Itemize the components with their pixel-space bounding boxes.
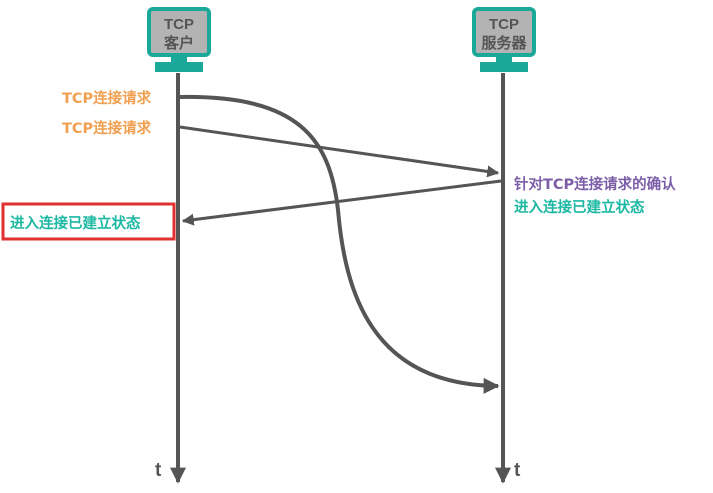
server-terminal-icon: TCP 服务器	[472, 7, 536, 72]
server-state-label: 进入连接已建立状态	[514, 198, 645, 216]
request1-label: TCP连接请求	[62, 89, 152, 107]
request-arrow	[179, 125, 500, 178]
server-label-line2: 服务器	[481, 34, 527, 52]
client-state-label: 进入连接已建立状态	[10, 214, 141, 232]
client-label-line2: 客户	[163, 34, 194, 52]
request2-label: TCP连接请求	[62, 119, 152, 137]
client-label-line1: TCP	[164, 16, 194, 33]
ack-arrow	[181, 179, 502, 226]
client-state-highlight-box	[1, 202, 176, 241]
ack-label: 针对TCP连接请求的确认	[514, 175, 676, 193]
client-terminal-icon: TCP 客户	[147, 7, 211, 72]
server-time-label: t	[514, 460, 521, 481]
server-label-line1: TCP	[489, 16, 519, 33]
client-time-label: t	[155, 460, 162, 481]
delayed-request-arrow	[179, 94, 500, 394]
